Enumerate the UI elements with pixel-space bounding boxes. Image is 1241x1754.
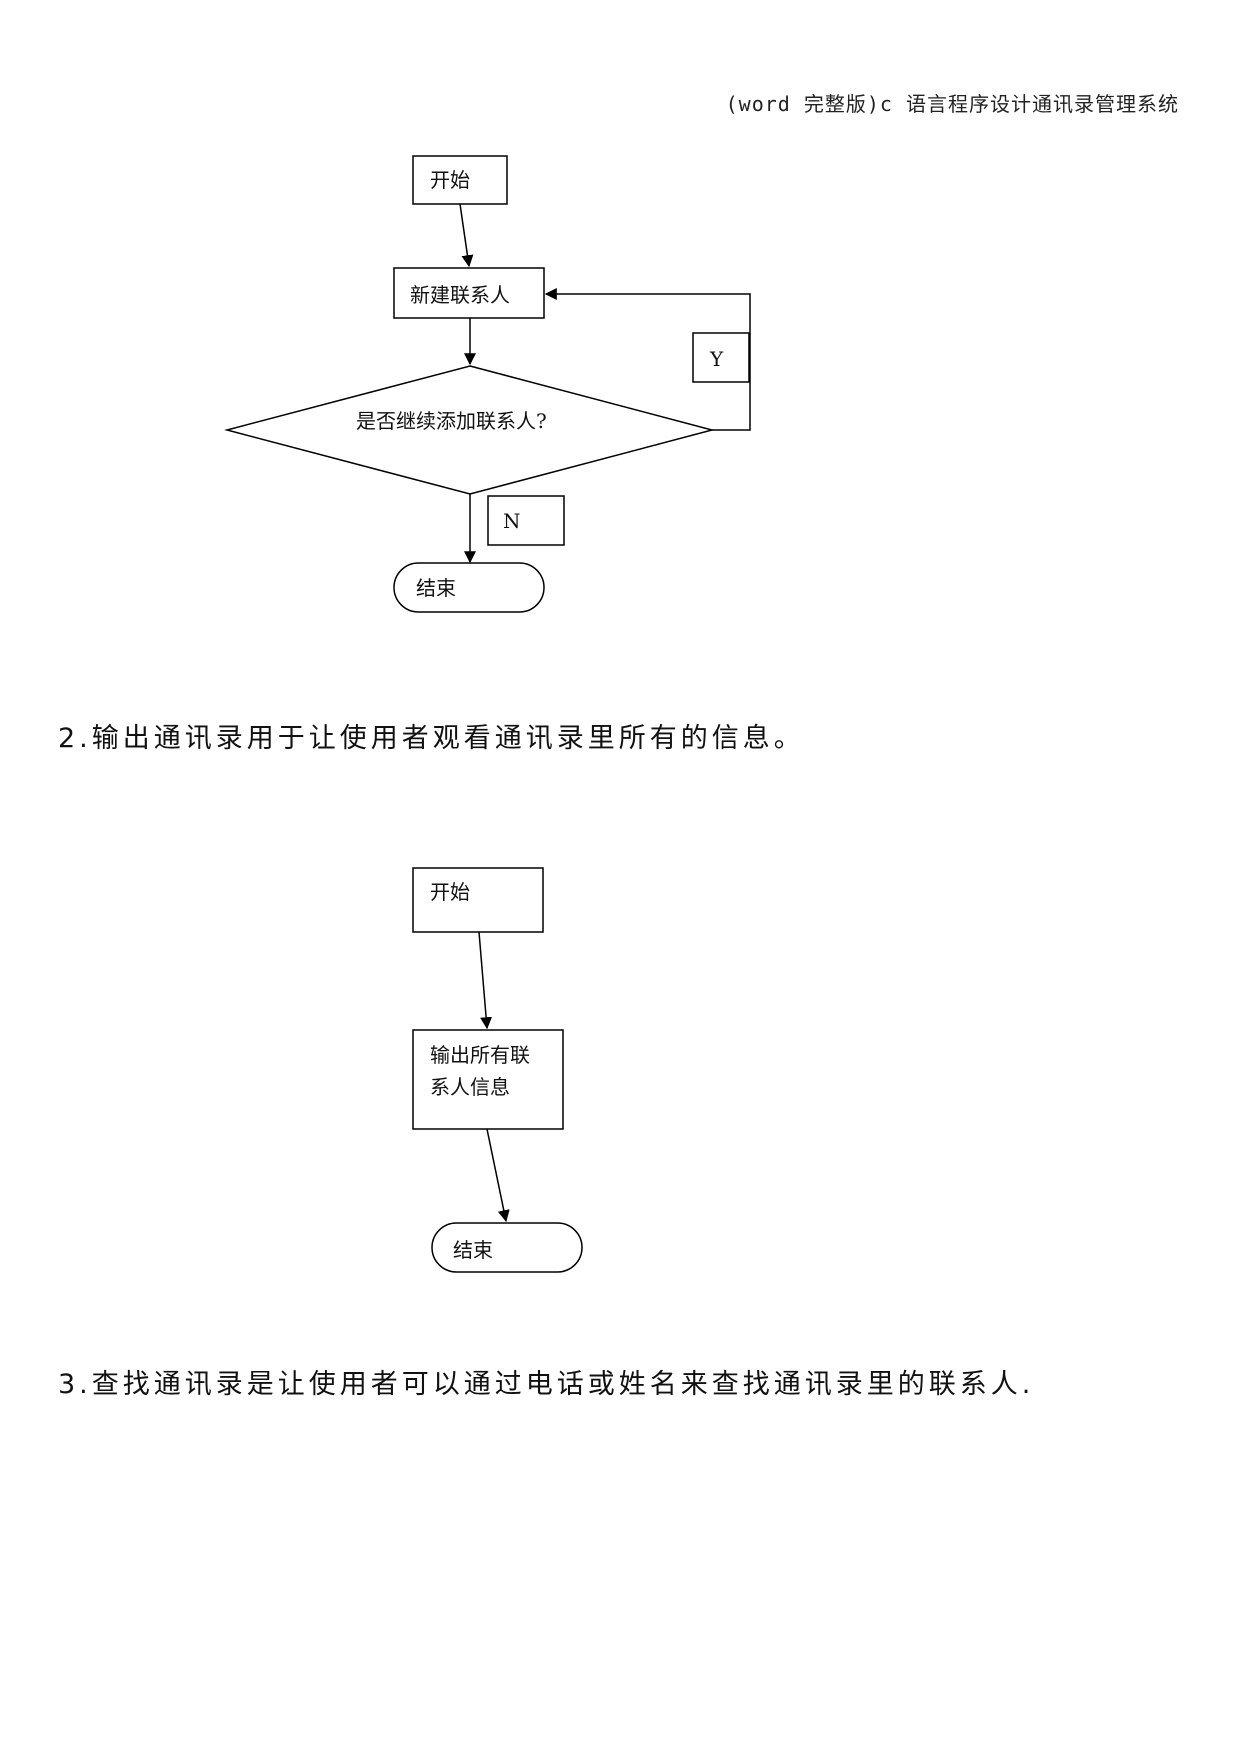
fc2-start-label: 开始 — [430, 880, 470, 904]
section-3-text: 3.查找通讯录是让使用者可以通过电话或姓名来查找通讯录里的联系人. — [58, 1369, 1035, 1400]
document-header: (word 完整版)c 语言程序设计通讯录管理系统 — [725, 92, 1179, 116]
fc1-arrow-yes-loop — [544, 288, 751, 431]
fc2-output-label-line2: 系人信息 — [430, 1075, 510, 1099]
fc2-start-box: 开始 — [412, 867, 544, 933]
fc1-new-contact-box: 新建联系人 — [393, 267, 545, 319]
fc1-yes-box: Y — [692, 332, 750, 383]
fc1-start-box: 开始 — [412, 155, 508, 205]
fc2-output-label-line1: 输出所有联 — [430, 1043, 530, 1067]
fc1-end-terminator: 结束 — [393, 562, 545, 613]
fc1-new-contact-label: 新建联系人 — [410, 283, 510, 307]
fc2-arrow-start-to-output — [478, 931, 493, 1030]
fc1-no-box: N — [487, 495, 565, 546]
fc1-decision-label: 是否继续添加联系人? — [356, 409, 547, 433]
fc1-end-label: 结束 — [416, 576, 456, 600]
fc1-yes-label: Y — [709, 347, 724, 371]
fc2-end-label: 结束 — [453, 1238, 493, 1262]
section-2-text: 2.输出通讯录用于让使用者观看通讯录里所有的信息。 — [58, 723, 805, 754]
fc2-arrow-output-to-end — [486, 1128, 510, 1223]
fc1-start-label: 开始 — [430, 168, 470, 192]
fc2-output-box: 输出所有联 系人信息 — [412, 1029, 564, 1130]
fc1-decision-diamond: 是否继续添加联系人? — [224, 365, 715, 495]
fc2-end-terminator: 结束 — [431, 1222, 583, 1273]
fc1-arrow-start-to-new — [459, 203, 474, 268]
fc1-no-label: N — [503, 509, 521, 533]
